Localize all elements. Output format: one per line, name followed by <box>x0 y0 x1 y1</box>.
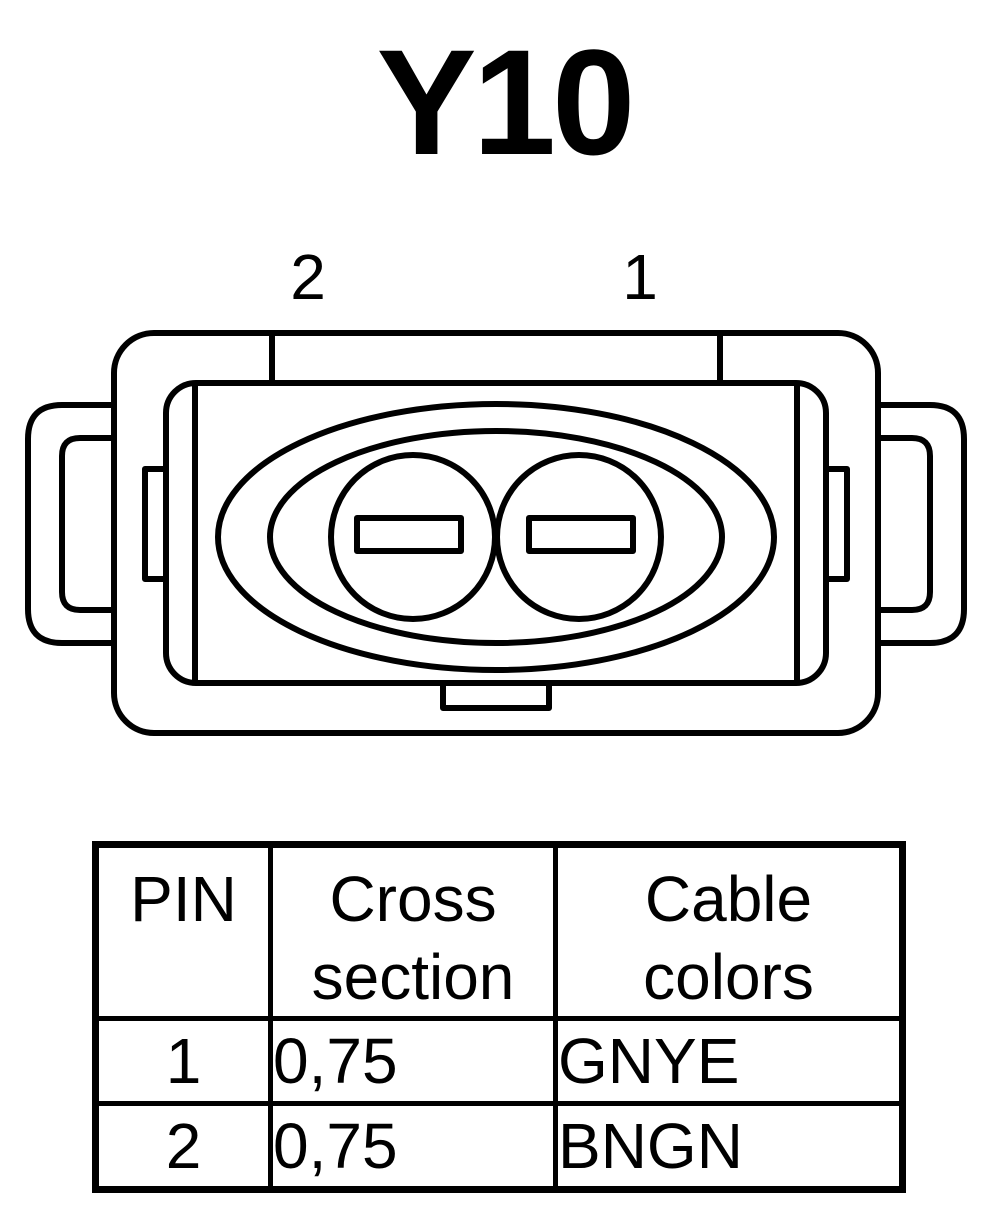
pin-1-socket <box>494 452 664 622</box>
bottom-key-tab <box>440 683 552 711</box>
row-2-pin: 2 <box>93 1101 273 1192</box>
header-cross-line1: Cross <box>329 863 497 935</box>
right-ear <box>878 402 967 646</box>
connector-diagram: 2 1 <box>25 241 967 736</box>
pin-2-blade <box>354 515 464 554</box>
left-notch <box>142 466 169 582</box>
pin-1-blade <box>526 515 636 554</box>
pin-table: PIN Cross section Cable colors 1 0,75 GN… <box>92 841 906 1193</box>
header-cross-line2: section <box>311 941 515 1013</box>
header-color-line1: Cable <box>644 863 813 935</box>
header-pin: PIN <box>93 842 273 1021</box>
right-notch <box>823 466 850 582</box>
right-ear-inner <box>878 435 933 613</box>
header-color-line2: colors <box>643 941 814 1013</box>
inner-oval <box>267 428 725 646</box>
row-1-cable-color: GNYE <box>553 1016 905 1106</box>
row-2-cross-section: 0,75 <box>268 1101 558 1192</box>
connector-title: Y10 <box>376 18 636 186</box>
left-ear-inner <box>59 435 114 613</box>
header-cross-section: Cross section <box>268 842 558 1021</box>
connector-housing <box>111 330 881 736</box>
row-1-pin: 1 <box>93 1016 273 1106</box>
row-1-cross-section: 0,75 <box>268 1016 558 1106</box>
left-ear <box>25 402 114 646</box>
header-pin-label: PIN <box>130 863 237 935</box>
table-header-row: PIN Cross section Cable colors <box>93 842 905 1021</box>
header-cable-colors: Cable colors <box>553 842 905 1021</box>
row-2-cable-color: BNGN <box>553 1101 905 1192</box>
pin-label-2: 2 <box>290 241 326 313</box>
inner-body <box>163 380 829 686</box>
table-row: 2 0,75 BNGN <box>93 1101 905 1192</box>
table-row: 1 0,75 GNYE <box>93 1016 905 1106</box>
outer-oval <box>215 401 777 673</box>
pin-label-1: 1 <box>622 241 658 313</box>
